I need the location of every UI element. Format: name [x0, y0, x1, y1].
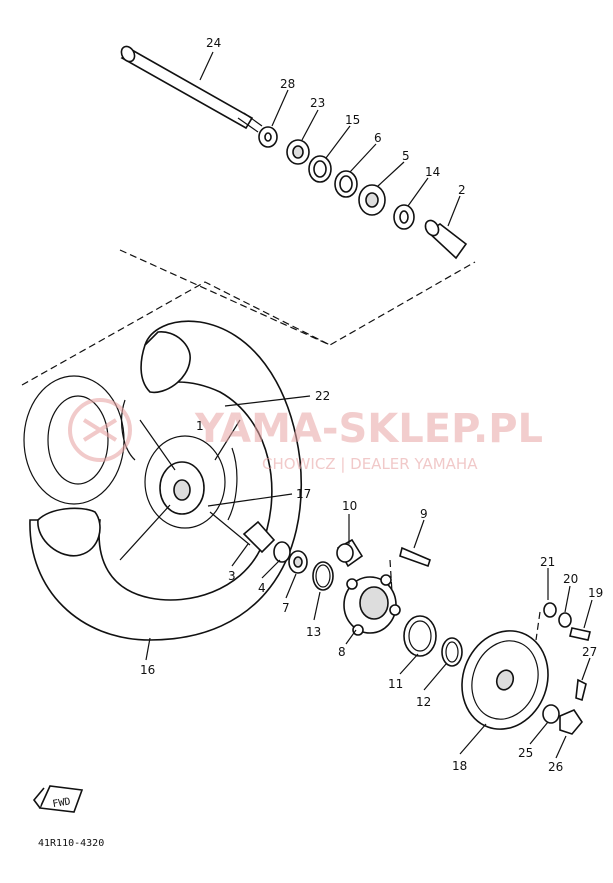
callout-9: 9	[420, 507, 428, 521]
watermark: YAMA-SKLEP.PL CHOWICZ | DEALER YAMAHA	[68, 398, 543, 473]
dashed-outlines	[21, 249, 541, 641]
callout-7: 7	[282, 601, 290, 615]
callout-8: 8	[338, 645, 346, 659]
callout-18: 18	[452, 759, 467, 773]
callout-labels: 24 28 23 15 6 5 14 2 22 1 17 10 9 21 20 …	[140, 36, 603, 774]
fwd-label: FWD	[52, 796, 72, 810]
forward-arrow-icon: FWD	[32, 785, 84, 813]
axle-components	[258, 126, 468, 260]
callout-15: 15	[345, 113, 360, 127]
callout-6: 6	[374, 131, 382, 145]
callout-25: 25	[518, 746, 533, 760]
callout-12: 12	[416, 695, 431, 709]
leader-lines	[145, 51, 593, 759]
part-code: 41R110-4320	[38, 838, 104, 849]
callout-10: 10	[342, 499, 357, 513]
callout-20: 20	[563, 572, 578, 586]
callout-22: 22	[315, 389, 330, 403]
callout-21: 21	[540, 555, 555, 569]
callout-13: 13	[306, 625, 321, 639]
callout-23: 23	[310, 96, 325, 110]
callout-24: 24	[206, 36, 221, 50]
wheel-assembly	[23, 320, 302, 641]
callout-5: 5	[402, 149, 410, 163]
hub-components	[242, 520, 463, 667]
callout-16: 16	[140, 663, 155, 677]
watermark-sub-text: CHOWICZ | DEALER YAMAHA	[262, 455, 478, 473]
callout-27: 27	[582, 645, 597, 659]
callout-11: 11	[388, 677, 403, 691]
callout-2: 2	[458, 183, 466, 197]
callout-1: 1	[196, 419, 204, 433]
callout-3: 3	[228, 569, 236, 583]
callout-14: 14	[425, 165, 440, 179]
callout-17: 17	[296, 487, 311, 501]
brake-plate	[461, 602, 591, 735]
callout-28: 28	[280, 77, 295, 91]
axle-shaft	[120, 45, 263, 133]
watermark-main-text: YAMA-SKLEP.PL	[194, 406, 543, 452]
callout-26: 26	[548, 760, 563, 774]
callout-4: 4	[258, 581, 266, 595]
callout-19: 19	[588, 586, 603, 600]
